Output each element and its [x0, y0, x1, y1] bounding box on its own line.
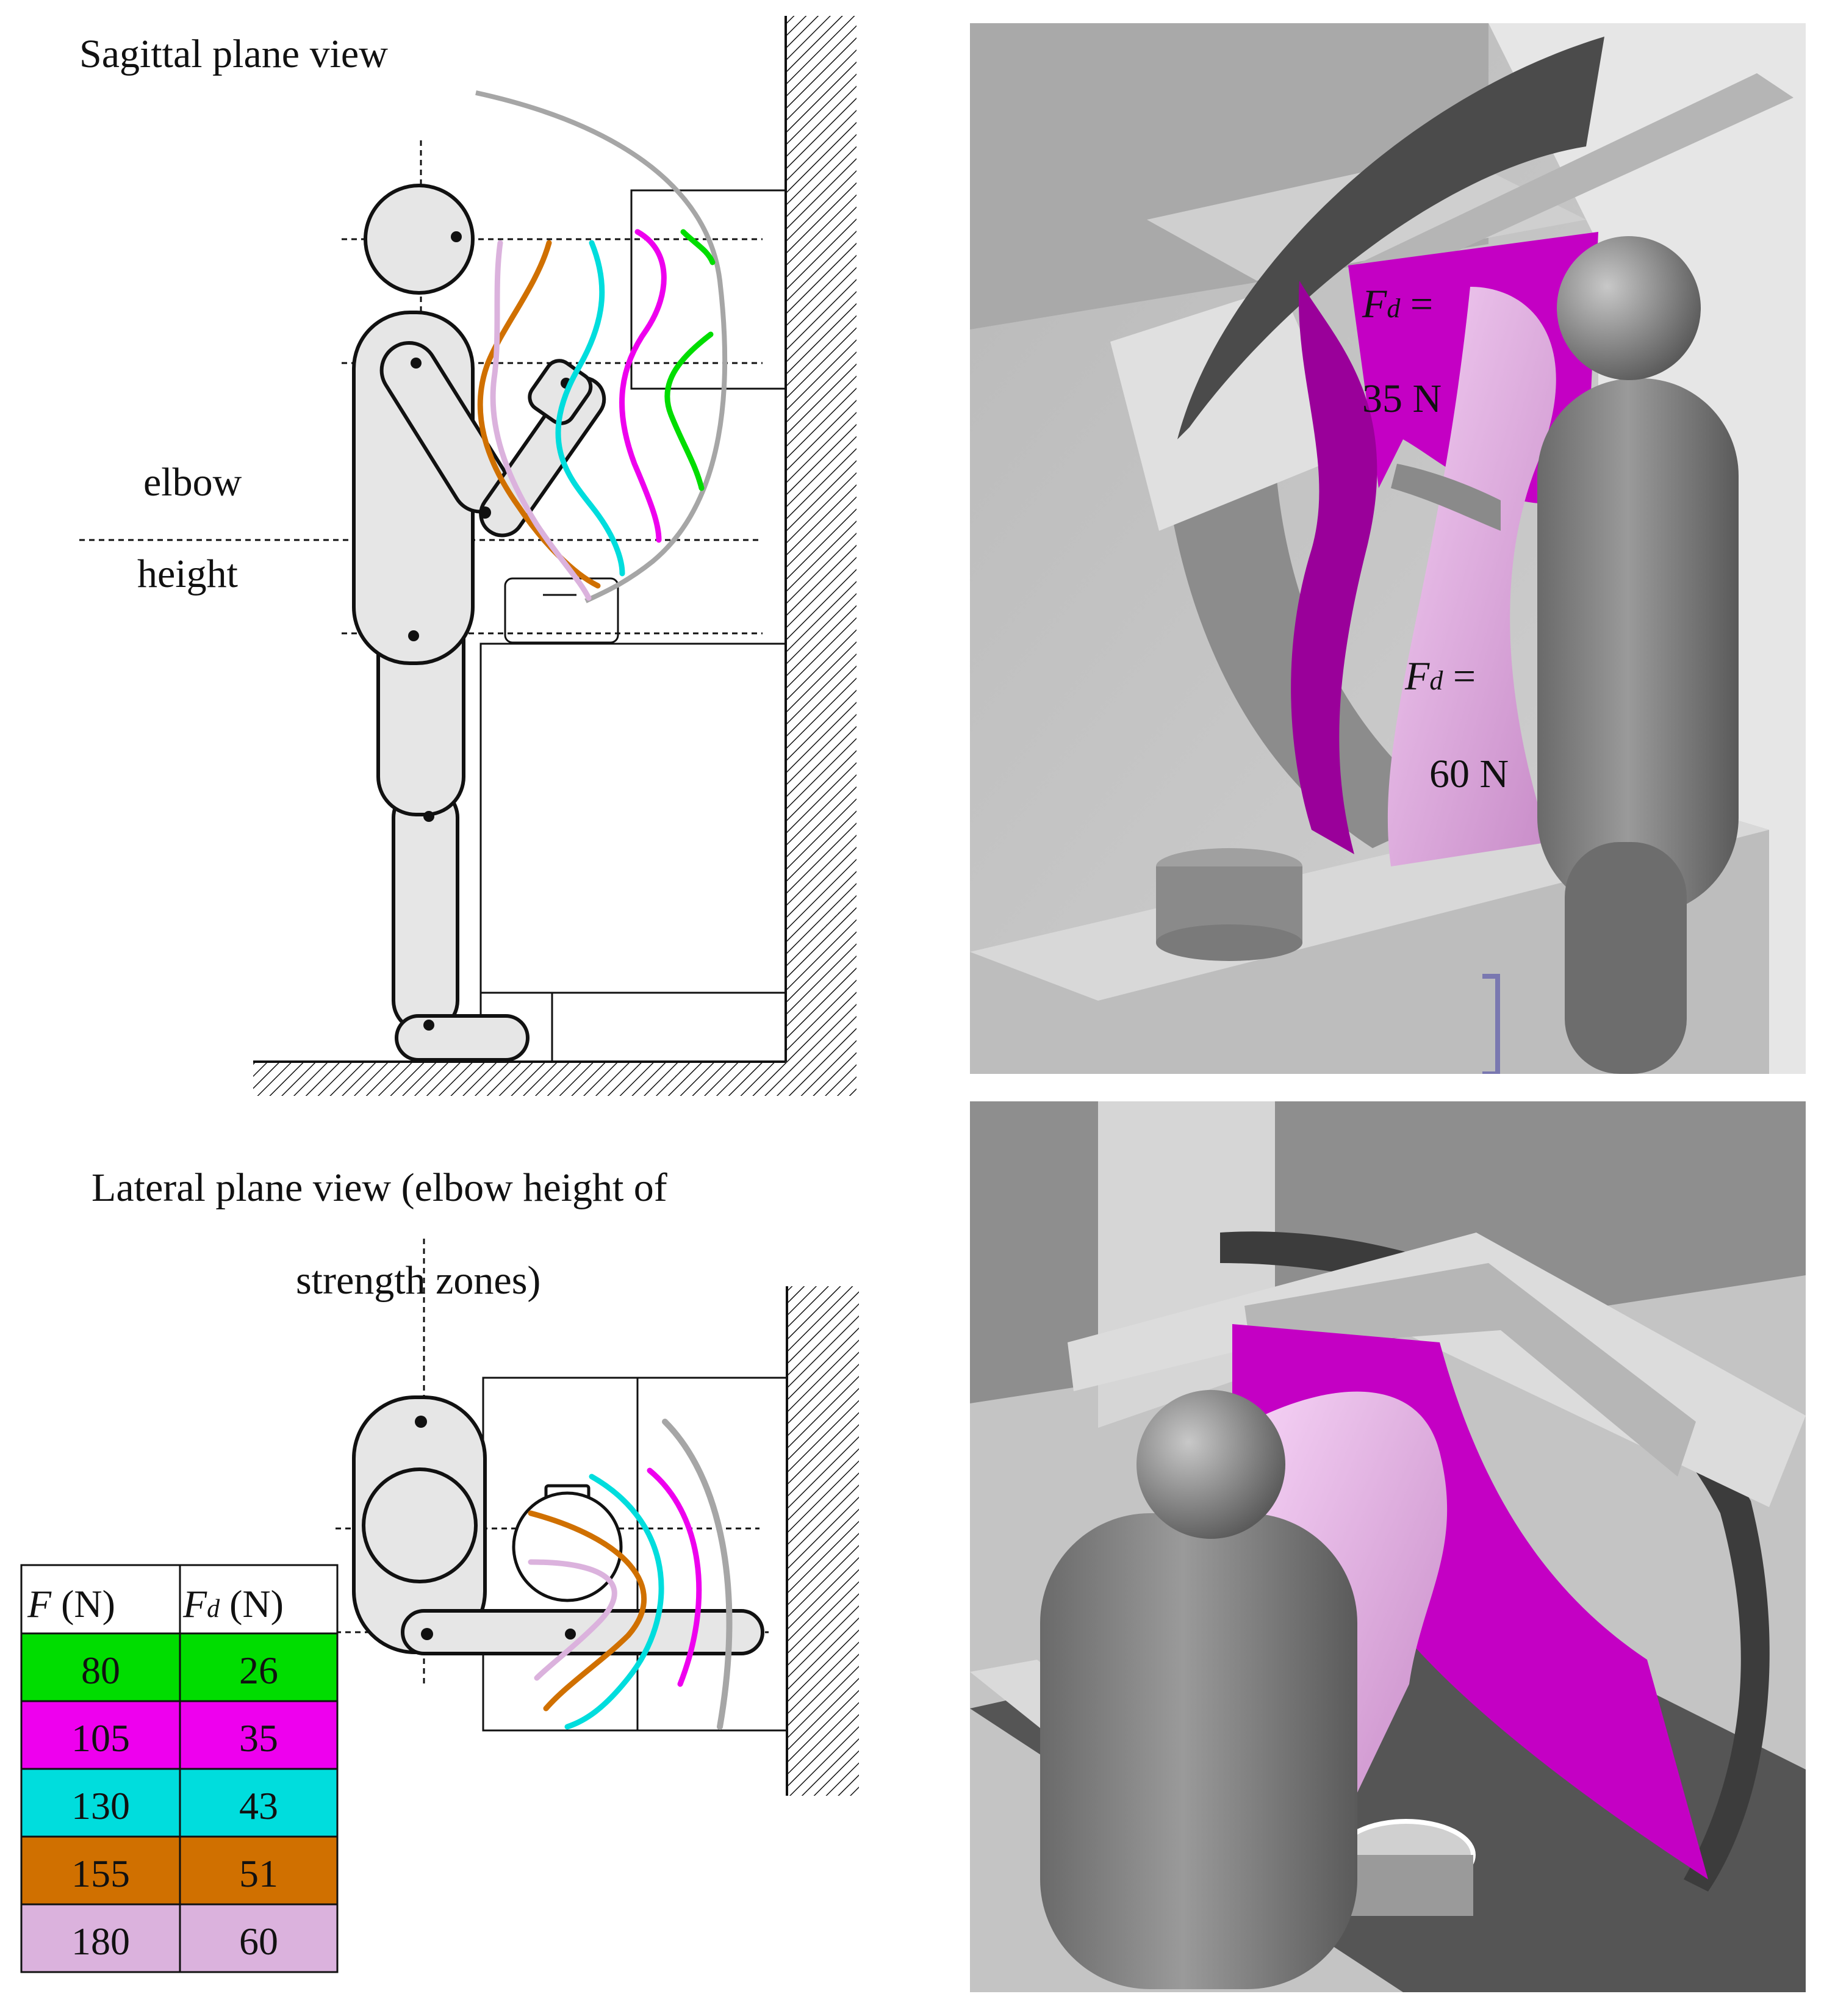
lateral-zone-105: [647, 1467, 702, 1687]
lateral-zone-curves: [528, 1419, 733, 1730]
zone-curve-130: [555, 240, 625, 577]
lateral-pot: [512, 1484, 623, 1602]
floor-hatching: [253, 1062, 856, 1096]
table-header-fd: Fd (N): [182, 1582, 284, 1625]
lateral-wall-hatching: [787, 1286, 859, 1796]
table-cell-fd: 35: [239, 1716, 278, 1760]
table-cell-f: 180: [71, 1920, 130, 1963]
table-header-f: F (N): [27, 1582, 115, 1625]
zone-curve-180: [490, 240, 592, 601]
lateral-zone-130: [564, 1474, 664, 1730]
lateral-joints: [415, 1416, 576, 1640]
render-top-shelf-left: [1110, 287, 1354, 531]
render-bottom-pot-body: [1339, 1855, 1473, 1916]
render-bottom-mannequin: [1040, 1390, 1357, 1989]
zone-curve-80: [664, 229, 716, 491]
table-cell-fd: 26: [239, 1649, 278, 1692]
lateral-zone-155: [528, 1510, 647, 1712]
render-top-mannequin: [1391, 236, 1739, 1074]
height-label: height: [137, 552, 238, 596]
sagittal-title: Sagittal plane view: [79, 32, 388, 76]
render-bottom-shelf-edge: [1244, 1263, 1696, 1477]
base-cabinet: [479, 643, 787, 994]
render-top-dark-arc: [1177, 37, 1604, 439]
table-cell-fd: 43: [239, 1784, 278, 1827]
render-top-upper-rail: [1348, 73, 1793, 287]
table-cell-fd: 51: [239, 1852, 278, 1895]
table-cell-f: 155: [71, 1852, 130, 1895]
render-top-pot-base: [1156, 924, 1302, 961]
lateral-zone-180: [528, 1559, 617, 1681]
reach-envelope-curve: [475, 90, 728, 603]
sagittal-panel: Sagittal plane view elbow height: [79, 16, 856, 1096]
render-top-fd-label-35: Fd =: [1362, 282, 1433, 326]
render-top-panel: Fd = 35 N Fd = 60 N: [970, 23, 1806, 1074]
zone-curve-105: [619, 229, 667, 543]
upper-cabinet: [630, 189, 787, 390]
sagittal-mannequin: [352, 184, 606, 1062]
wall-hatching: [786, 16, 856, 1095]
lateral-reach-envelope: [662, 1419, 733, 1730]
lateral-title-line1: Lateral plane view (elbow height of: [92, 1165, 667, 1210]
render-top-fd-label-60: Fd =: [1404, 654, 1476, 699]
force-table: F (N) Fd (N) 80 26 105 35 130 43 155 51 180 60: [20, 1564, 339, 1973]
render-top-drawer-handle: [1482, 974, 1500, 1074]
elbow-label: elbow: [143, 460, 242, 505]
render-bottom-panel: [970, 1101, 1806, 1992]
render-top-surface-60: [1387, 287, 1556, 866]
render-top-surface-35-fold: [1291, 281, 1377, 854]
table-cell-fd: 60: [239, 1920, 278, 1963]
strength-zone-curves: [477, 229, 716, 601]
lateral-panel: Lateral plane view (elbow height of stre…: [92, 1165, 859, 1796]
render-bottom-shelf: [1068, 1233, 1806, 1507]
table-rows: 80 26 105 35 130 43 155 51 180 60: [20, 1632, 339, 1973]
table-cell-f: 80: [81, 1649, 120, 1692]
lateral-title-line2: strength zones): [296, 1258, 540, 1303]
table-cell-f: 130: [71, 1784, 130, 1827]
table-cell-f: 105: [71, 1716, 130, 1760]
lateral-mannequin: [352, 1395, 764, 1655]
render-top-value-35: 35 N: [1362, 376, 1442, 421]
render-top-value-60: 60 N: [1429, 752, 1509, 796]
